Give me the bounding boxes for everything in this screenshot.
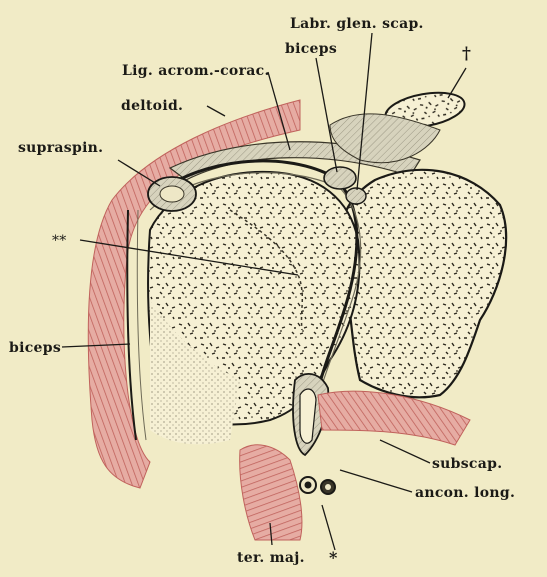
label-deltoid: deltoid. (121, 98, 183, 114)
subscapularis-muscle (318, 391, 470, 445)
label-lig-acrom-corac: Lig. acrom.-corac. (122, 63, 270, 79)
label-labr-glen-scap: Labr. glen. scap. (290, 16, 424, 32)
glenoid-labrum (346, 188, 366, 204)
label-supraspin: supraspin. (18, 140, 103, 156)
label-ancon-long: ancon. long. (415, 485, 515, 501)
label-double-star: ** (52, 233, 67, 249)
label-biceps-left: biceps (9, 340, 61, 356)
label-single-star: * (329, 550, 338, 566)
label-biceps-top: biceps (285, 41, 337, 57)
label-subscap: subscap. (432, 456, 502, 472)
scapula-glenoid (339, 170, 506, 398)
label-ter-maj: ter. maj. (237, 550, 305, 566)
biceps-tendon (324, 167, 356, 189)
label-dagger: † (462, 46, 471, 62)
